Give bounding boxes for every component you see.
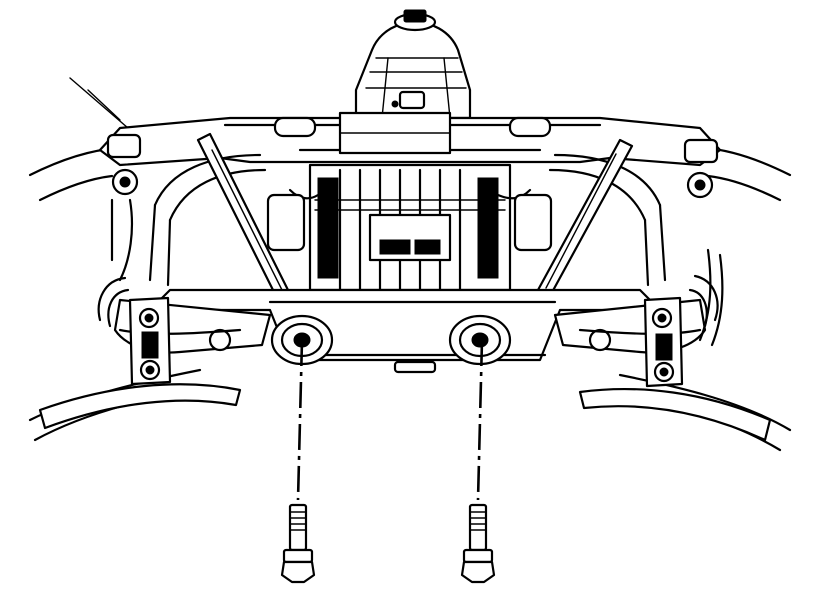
- right-upper-fastener: [683, 138, 724, 347]
- left-subframe-insulator: [128, 296, 172, 386]
- rear-crossmember-upper: [98, 111, 722, 167]
- right-mount-bolt: [460, 503, 496, 584]
- left-upper-fastener: [106, 133, 142, 282]
- right-mount-bushing: [448, 314, 512, 366]
- exhaust-pipe: [97, 274, 719, 328]
- bolt-alignment-lines: [296, 339, 484, 501]
- left-frame-rail: [38, 383, 242, 430]
- drive-unit-internal-detail: [266, 163, 553, 292]
- left-mount-bolt: [280, 503, 316, 584]
- right-frame-rail: [578, 387, 772, 442]
- differential-housing: [354, 9, 472, 120]
- right-subframe-insulator: [643, 296, 684, 388]
